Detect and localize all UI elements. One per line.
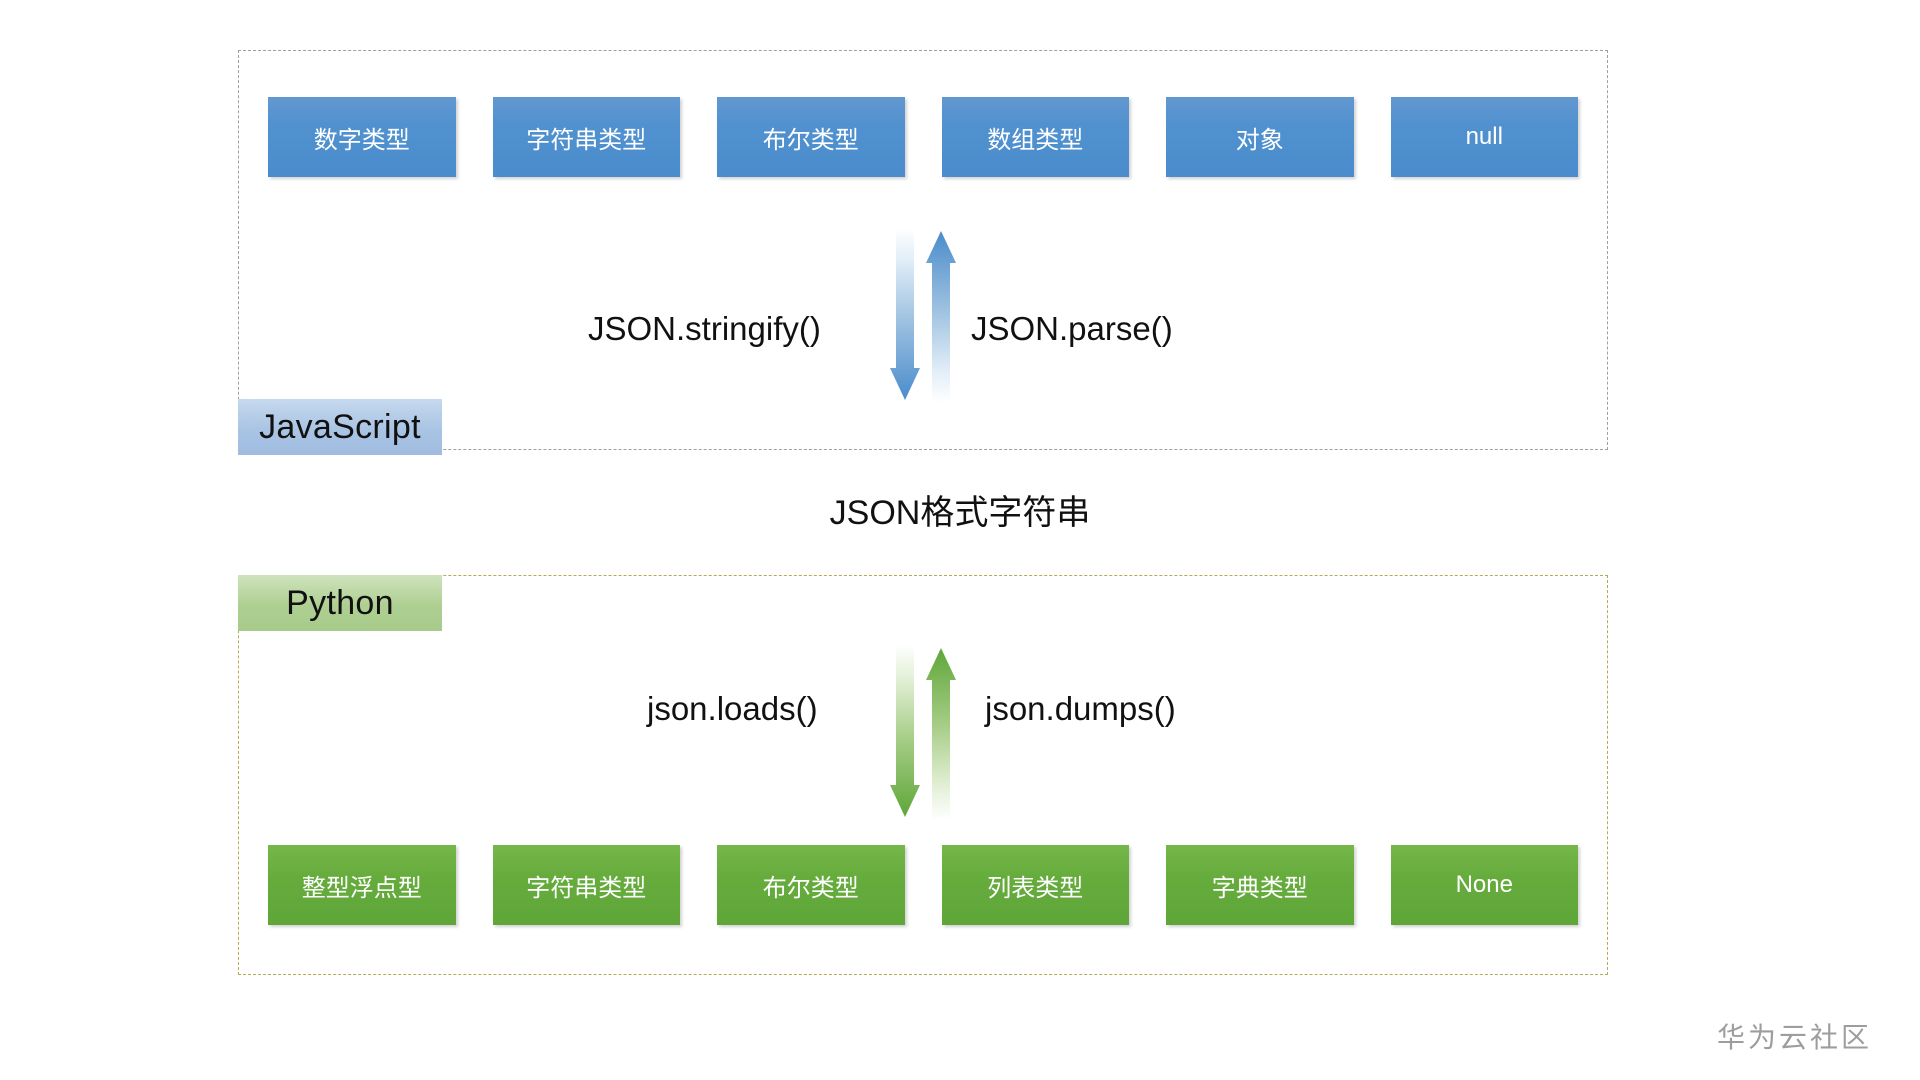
type-box-label: 布尔类型 [762,126,859,154]
type-box-label: 列表类型 [987,874,1084,902]
type-box-js-number[interactable]: 数字类型 [268,97,456,177]
type-box-label: null [1465,123,1503,150]
type-box-label: 字符串类型 [526,874,647,902]
type-box-py-number[interactable]: 整型浮点型 [268,845,456,925]
type-box-label: 数组类型 [987,126,1084,154]
python-arrow-pair [890,645,956,820]
label-json-stringify: JSON.stringify() [588,310,821,347]
label-json-parse: JSON.parse() [971,310,1173,347]
type-box-js-boolean[interactable]: 布尔类型 [717,97,905,177]
type-box-js-string[interactable]: 字符串类型 [492,97,680,177]
javascript-container [238,50,1608,450]
type-box-label: 字符串类型 [526,126,647,154]
type-box-py-boolean[interactable]: 布尔类型 [717,845,905,925]
python-type-row: 整型浮点型 字符串类型 布尔类型 列表类型 字典类型 None [268,845,1578,925]
python-tag-label: Python [286,584,394,622]
label-json-loads: json.loads() [647,690,818,727]
javascript-tag-label: JavaScript [259,408,421,446]
type-box-label: 数字类型 [313,126,410,154]
type-box-js-object[interactable]: 对象 [1166,97,1354,177]
javascript-type-row: 数字类型 字符串类型 布尔类型 数组类型 对象 null [268,97,1578,177]
label-json-dumps: json.dumps() [985,690,1176,727]
type-box-label: 对象 [1235,126,1284,154]
javascript-arrow-pair [890,228,956,403]
type-box-py-none[interactable]: None [1390,845,1578,925]
type-box-label: None [1455,871,1513,898]
type-box-label: 布尔类型 [762,874,859,902]
type-box-js-null[interactable]: null [1390,97,1578,177]
type-box-js-array[interactable]: 数组类型 [941,97,1129,177]
type-box-py-string[interactable]: 字符串类型 [492,845,680,925]
arrow-down-icon [890,228,920,400]
json-string-caption: JSON格式字符串 [829,494,1091,532]
watermark: 华为云社区 [1716,1022,1872,1053]
python-tag: Python [238,575,442,631]
type-box-label: 字典类型 [1211,874,1308,902]
arrow-up-icon [926,231,956,403]
python-container [238,575,1608,975]
type-box-label: 整型浮点型 [301,874,422,902]
arrow-up-icon [926,648,956,820]
type-box-py-list[interactable]: 列表类型 [941,845,1129,925]
type-box-py-dict[interactable]: 字典类型 [1166,845,1354,925]
javascript-tag: JavaScript [238,399,442,455]
arrow-down-icon [890,645,920,817]
